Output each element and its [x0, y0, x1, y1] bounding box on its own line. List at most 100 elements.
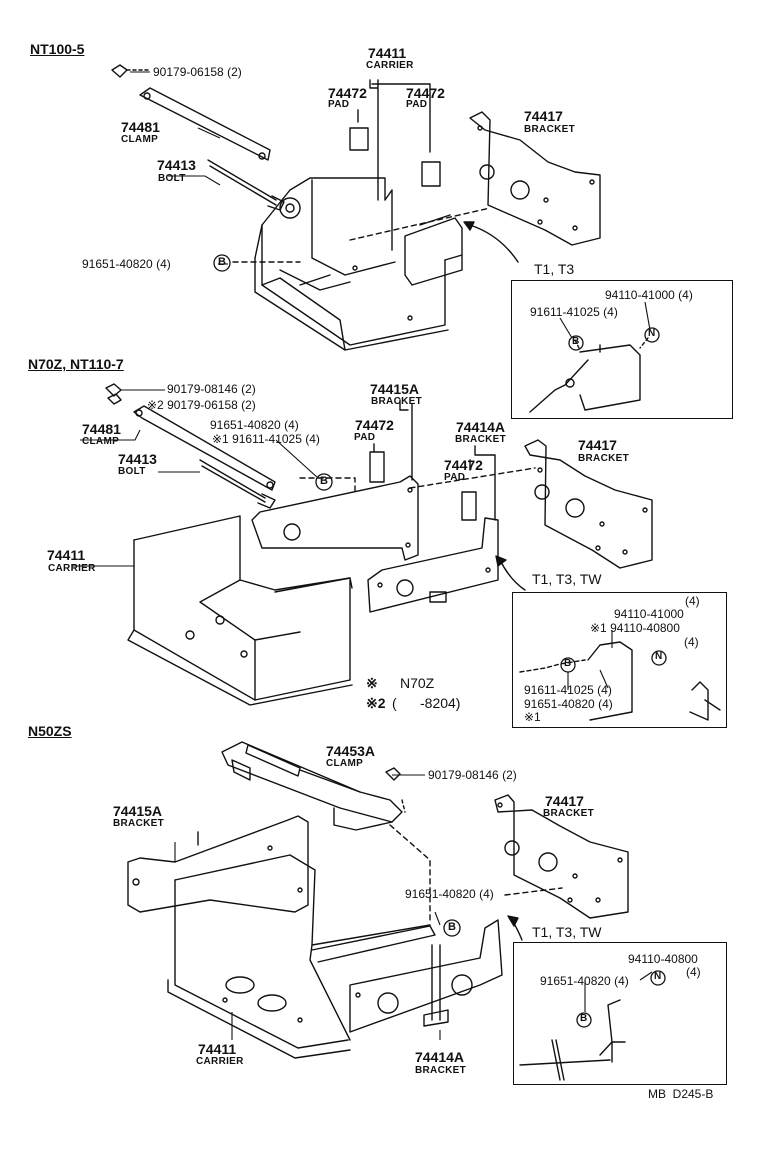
- label-74411-number-s2: 74411: [47, 547, 86, 563]
- detail2-n-qty1: (4): [685, 594, 700, 608]
- bracket-74414a-part: [367, 517, 499, 613]
- detail2-n-qty2: (4): [684, 635, 699, 649]
- detail2-b-part2: 91651-40820 (4): [524, 697, 613, 711]
- callout-b-circle-s3: [443, 919, 461, 937]
- pad-part: [349, 127, 441, 187]
- label-74481-number-s2: 74481: [82, 421, 121, 437]
- label-74417-number-s2: 74417: [578, 437, 617, 453]
- models-t1-t3-tw-s3: T1, T3, TW: [532, 924, 602, 940]
- label-74415a-name: BRACKET: [371, 396, 422, 407]
- carrier-part-s3: [167, 854, 436, 1059]
- bracket-74415a-part: [251, 475, 419, 561]
- detail-box-2: [512, 592, 727, 728]
- carrier-part-s2: [127, 515, 353, 706]
- detail2-n-letter: N: [655, 651, 663, 662]
- part-number-nut-s3: 90179-08146 (2): [428, 768, 517, 782]
- label-74417-name: BRACKET: [524, 124, 575, 135]
- label-74415a-number: 74415A: [370, 381, 420, 397]
- section-title-n70z: N70Z, NT110-7: [28, 356, 124, 372]
- legend-mark-2: ※2: [366, 695, 386, 711]
- label-74417-name-s2: BRACKET: [578, 453, 629, 464]
- detail-box-1: [511, 280, 733, 419]
- detail1-n-letter: N: [648, 328, 656, 339]
- part-number-nut: 90179-06158 (2): [153, 65, 242, 79]
- label-74414a-name-s3: BRACKET: [415, 1065, 466, 1076]
- label-74472b-name-s2: PAD: [444, 472, 466, 483]
- detail2-n-circle: [651, 650, 667, 666]
- label-74413-name-s2: BOLT: [118, 466, 146, 477]
- label-74417-number: 74417: [524, 108, 563, 124]
- label-74481-name: CLAMP: [121, 134, 159, 145]
- callout-b-circle-s2: [315, 473, 333, 491]
- models-t1-t3: T1, T3: [534, 261, 575, 277]
- label-74481-name-s2: CLAMP: [82, 436, 120, 447]
- legend-text-2: ( -8204): [392, 695, 461, 711]
- clamp-part: [111, 64, 271, 161]
- carrier-part: [254, 177, 463, 351]
- detail1-b-part: 91611-41025 (4): [530, 305, 618, 319]
- label-74411-number: 74411: [368, 45, 407, 61]
- detail1-n-part: 94110-41000 (4): [605, 288, 693, 302]
- bracket-74417-part-s2: [524, 439, 653, 569]
- detail3-b-letter: B: [580, 1013, 588, 1024]
- label-74413-number: 74413: [157, 157, 196, 173]
- label-74413-number-s2: 74413: [118, 451, 157, 467]
- part-number-nut2-s2: ※2 90179-06158 (2): [147, 398, 256, 412]
- label-74453a-number: 74453A: [326, 743, 376, 759]
- label-74417-number-s3: 74417: [545, 793, 584, 809]
- label-74414a-number-s3: 74414A: [415, 1049, 465, 1065]
- detail3-b-circle: [576, 1012, 592, 1028]
- detail1-n-circle: [644, 327, 660, 343]
- callout-b-circle: [213, 254, 231, 272]
- label-74472-number: 74472: [328, 85, 367, 101]
- bracket-74415a-part-s3: [127, 815, 309, 913]
- bracket-74417-part: [469, 111, 601, 246]
- label-74413-name: BOLT: [158, 173, 186, 184]
- models-t1-t3-tw-s2: T1, T3, TW: [532, 571, 602, 587]
- detail3-n-letter: N: [654, 971, 662, 982]
- detail1-b-letter: B: [572, 336, 580, 347]
- clamp-74453a-part: [221, 741, 406, 831]
- part-number-bolt-b: 91651-40820 (4): [82, 257, 171, 271]
- detail1-b-circle: [568, 335, 584, 351]
- label-74411-name: CARRIER: [366, 60, 414, 71]
- label-74472-name: PAD: [328, 99, 350, 110]
- detail3-b-part: 91651-40820 (4): [540, 974, 629, 988]
- callout-b-letter-s3: B: [448, 921, 456, 933]
- part-number-b1-s2: 91651-40820 (4): [210, 418, 299, 432]
- legend-mark-1: ※: [366, 675, 378, 691]
- callout-b-letter-s2: B: [320, 475, 328, 487]
- label-74414a-name: BRACKET: [455, 434, 506, 445]
- label-74411-number-s3: 74411: [198, 1041, 237, 1057]
- detail2-b-circle: [560, 657, 576, 673]
- detail2-b-part1: 91611-41025 (4): [524, 683, 612, 697]
- label-74417-name-s3: BRACKET: [543, 808, 594, 819]
- bracket-74414a-part-s3: [349, 919, 503, 1033]
- bracket-74417-part-s3: [494, 794, 629, 919]
- detail3-n-qty: (4): [686, 965, 701, 979]
- detail2-b-letter: B: [564, 658, 572, 669]
- label-74472b-number-s2: 74472: [444, 457, 483, 473]
- detail2-n-part2: ※1 94110-40800: [590, 621, 680, 635]
- part-number-b-s3: 91651-40820 (4): [405, 887, 494, 901]
- detail2-n-part1: 94110-41000: [614, 607, 684, 621]
- detail2-mark: ※1: [524, 710, 541, 724]
- bolt-part: [207, 159, 285, 211]
- part-number-nut1-s2: 90179-08146 (2): [167, 382, 256, 396]
- detail-box-3: [513, 942, 727, 1085]
- detail3-n-circle: [650, 970, 666, 986]
- part-number-b2-s2: ※1 91611-41025 (4): [212, 432, 320, 446]
- label-74472b-name: PAD: [406, 99, 428, 110]
- label-74453a-name: CLAMP: [326, 758, 364, 769]
- section-title-n50zs: N50ZS: [28, 723, 72, 739]
- drawing-reference: MB D245-B: [648, 1087, 714, 1101]
- label-74472-name-s2: PAD: [354, 432, 376, 443]
- label-74415a-name-s3: BRACKET: [113, 818, 164, 829]
- label-74411-name-s3: CARRIER: [196, 1056, 244, 1067]
- label-74411-name-s2: CARRIER: [48, 563, 96, 574]
- section-title-nt100: NT100-5: [30, 41, 85, 57]
- legend-text-1: N70Z: [400, 675, 435, 691]
- label-74414a-number: 74414A: [456, 419, 506, 435]
- label-74481-number: 74481: [121, 119, 160, 135]
